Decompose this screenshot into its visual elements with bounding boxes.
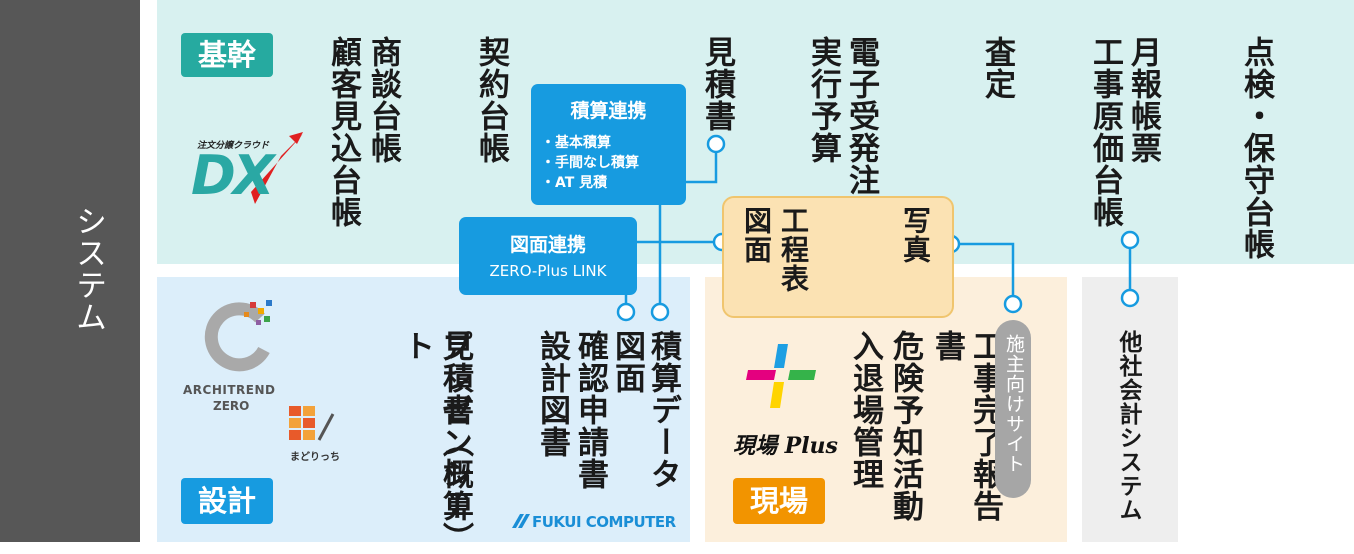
sekisan-item: ・基本積算 [541, 135, 611, 151]
sekkei-item-sekisan-data: 積算データ [645, 330, 681, 490]
fukui-icon [512, 514, 530, 528]
fukui-logo-text: FUKUI COMPUTER [532, 513, 676, 531]
madoricchi-icon [289, 406, 335, 441]
kikan-item-tenken: 点検・保守台帳 [1238, 36, 1274, 260]
sesyu-site-label: 施主向けサイト [1003, 334, 1025, 474]
genba-item-kiken: 危険予知活動 [887, 330, 923, 522]
architrend-ring-icon [204, 300, 272, 372]
center-shashin: 写真 [899, 206, 932, 264]
madoricchi-label: まどりっち [290, 452, 340, 463]
sekkei-item-zumen: 図面 [609, 330, 645, 394]
center-koteihyo: 工程表 [777, 206, 810, 293]
other-kaikei: 他社会計システム [1115, 330, 1141, 522]
kikan-item-jikko: 実行予算 [805, 36, 841, 164]
dx-logo: 注文分譲クラウド DX [185, 130, 305, 210]
side-label: システム [70, 205, 106, 333]
dx-swoosh-icon [251, 132, 303, 204]
genba-plus-icon [746, 344, 816, 408]
architrend-line2: ZERO [213, 399, 250, 413]
zumen-renkei-subtitle: ZERO-Plus LINK [489, 262, 607, 280]
sekkei-item-kakunin: 確認申請書 [572, 330, 608, 490]
genba-plus-logo-text: 現場 Plus [733, 433, 838, 459]
center-zumen: 図面 [740, 206, 773, 264]
zumen-renkei-title: 図面連携 [509, 234, 586, 256]
sekkei-item-presen: プレゼンシート [398, 330, 472, 522]
sekisan-renkei-title: 積算連携 [570, 100, 647, 122]
sekisan-item: ・AT 見積 [541, 175, 608, 191]
shared-data-box [722, 196, 954, 318]
kikan-item-denshi: 電子受発注 [843, 36, 879, 196]
kikan-item-geppo: 月報帳票 [1125, 36, 1161, 164]
sekkei-tag: 設計 [181, 478, 273, 524]
genba-item-nyutai: 入退場管理 [847, 330, 883, 490]
other-panel [1082, 277, 1178, 542]
zumen-renkei-box: 図面連携 ZERO-Plus LINK [459, 217, 637, 295]
dx-logo-text: DX [191, 144, 274, 207]
genba-item-koji-kanryo: 工事完了報告書 [929, 330, 1003, 522]
kikan-item-genka: 工事原価台帳 [1087, 36, 1123, 228]
kikan-item-kokyaku: 顧客見込台帳 [325, 36, 361, 228]
sekisan-renkei-box: 積算連携 ・基本積算 ・手間なし積算 ・AT 見積 [531, 84, 686, 205]
sekkei-item-mitsumori-gaisan: 見積書（概算） [437, 330, 473, 554]
kikan-item-keiyaku: 契約台帳 [473, 36, 509, 164]
sekisan-item: ・手間なし積算 [541, 155, 639, 171]
architrend-line1: ARCHITREND [183, 383, 276, 397]
kikan-item-mitsumori: 見積書 [699, 36, 735, 132]
dx-logo-small-text: 注文分譲クラウド [197, 141, 270, 151]
kikan-item-satei: 査定 [979, 36, 1015, 100]
kikan-item-shodan: 商談台帳 [365, 36, 401, 164]
side-bar [0, 0, 140, 542]
genba-tag: 現場 [733, 478, 825, 524]
sekkei-item-sekkei-zusho: 設計図書 [534, 330, 570, 458]
sesyu-site-pill [995, 320, 1031, 498]
kikan-tag: 基幹 [181, 33, 273, 77]
